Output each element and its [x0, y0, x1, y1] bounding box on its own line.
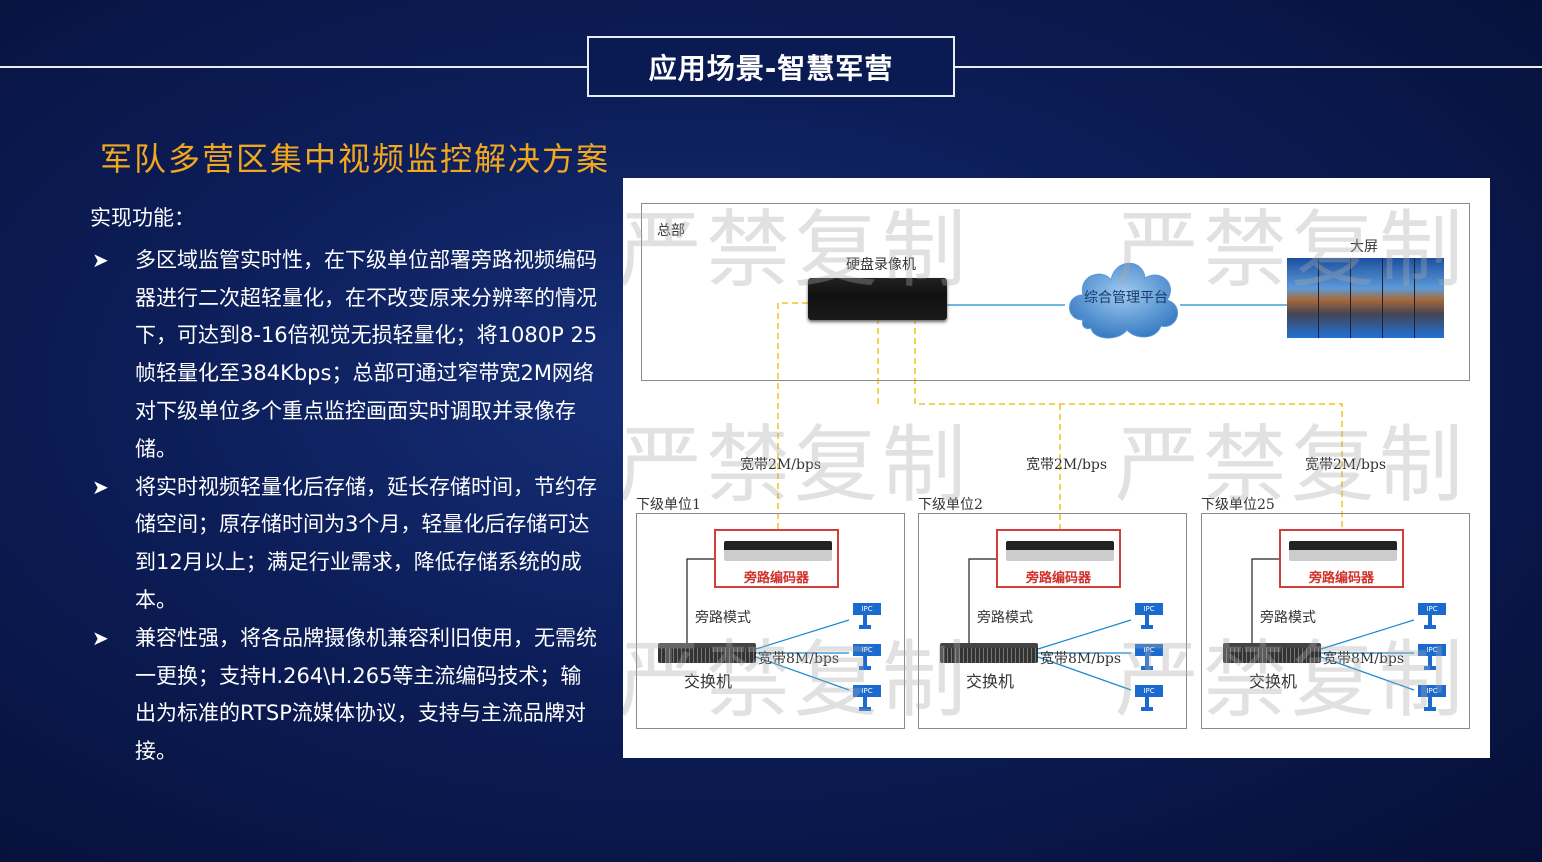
uplink-bandwidth-label: 宽带2M/bps: [1305, 457, 1387, 473]
switch-label: 交换机: [684, 672, 733, 691]
unit-label: 下级单位1: [636, 497, 701, 513]
dvr-device[interactable]: [808, 278, 947, 320]
bypass-encoder[interactable]: 旁路编码器: [996, 529, 1121, 588]
encoder-label: 旁路编码器: [1025, 571, 1091, 586]
camera-label: IPC: [853, 644, 881, 656]
arrowhead-icon: ➤: [92, 247, 109, 272]
sub-unit-box: 旁路编码器 旁路模式 宽带8M/bps 交换机 IPC IPC IPC: [636, 513, 905, 729]
arrowhead-icon: ➤: [92, 625, 109, 650]
bullet-text: 多区域监管实时性，在下级单位部署旁路视频编码器进行二次超轻量化，在不改变原来分辨…: [135, 247, 598, 461]
title-rule-left: [0, 66, 587, 68]
camera-bandwidth-label: 宽带8M/bps: [1040, 651, 1122, 667]
screen-label: 大屏: [1350, 239, 1378, 255]
unit-label: 下级单位2: [918, 497, 983, 513]
unit-links: [686, 558, 850, 691]
encoder-device: [724, 541, 832, 561]
dvr-label: 硬盘录像机: [846, 257, 916, 273]
encoder-device: [1289, 541, 1397, 561]
bypass-encoder[interactable]: 旁路编码器: [714, 529, 839, 588]
unit-links: [1251, 558, 1415, 691]
bypass-encoder[interactable]: 旁路编码器: [1279, 529, 1404, 588]
platform-label: 综合管理平台: [1084, 290, 1168, 306]
uplink-bandwidth-label: 宽带2M/bps: [1026, 457, 1108, 473]
camera-label: IPC: [1418, 685, 1446, 697]
camera-label: IPC: [1418, 644, 1446, 656]
network-diagram: 总部 硬盘录像机 综合管理平台 大屏 下级单位1 宽带2M/bps 旁路编码器 …: [623, 178, 1490, 758]
encoder-label: 旁路编码器: [1308, 571, 1374, 586]
unit-links: [968, 558, 1132, 691]
ipc-camera-icon[interactable]: IPC: [1135, 603, 1163, 631]
switch-device[interactable]: [940, 643, 1038, 663]
sub-unit-box: 旁路编码器 旁路模式 宽带8M/bps 交换机 IPC IPC IPC: [918, 513, 1187, 729]
feature-list: 实现功能： ➤ 多区域监管实时性，在下级单位部署旁路视频编码器进行二次超轻量化，在…: [90, 200, 600, 771]
ipc-camera-icon[interactable]: IPC: [853, 685, 881, 713]
mode-label: 旁路模式: [1260, 610, 1316, 626]
ipc-camera-icon[interactable]: IPC: [1418, 603, 1446, 631]
camera-label: IPC: [1135, 685, 1163, 697]
slide-title: 应用场景-智慧军营: [587, 36, 955, 97]
camera-bandwidth-label: 宽带8M/bps: [758, 651, 840, 667]
video-wall: [1287, 258, 1444, 338]
ipc-camera-icon[interactable]: IPC: [853, 644, 881, 672]
camera-label: IPC: [1135, 644, 1163, 656]
arrowhead-icon: ➤: [92, 474, 109, 499]
bullet-item: ➤ 兼容性强，将各品牌摄像机兼容利旧使用，无需统一更换；支持H.264\H.265…: [90, 620, 600, 771]
cloud-icon: [1069, 262, 1178, 339]
camera-label: IPC: [1418, 603, 1446, 615]
ipc-camera-icon[interactable]: IPC: [853, 603, 881, 631]
ipc-camera-icon[interactable]: IPC: [1135, 685, 1163, 713]
switch-device[interactable]: [658, 643, 756, 663]
camera-label: IPC: [853, 603, 881, 615]
slide-subtitle: 军队多营区集中视频监控解决方案: [100, 140, 611, 178]
ipc-camera-icon[interactable]: IPC: [1135, 644, 1163, 672]
bullet-text: 兼容性强，将各品牌摄像机兼容利旧使用，无需统一更换；支持H.264\H.265等…: [135, 625, 597, 764]
camera-bandwidth-label: 宽带8M/bps: [1323, 651, 1405, 667]
camera-label: IPC: [1135, 603, 1163, 615]
bullet-item: ➤ 将实时视频轻量化后存储，延长存储时间，节约存储空间；原存储时间为3个月，轻量化…: [90, 469, 600, 620]
connection-lines: [777, 302, 1343, 530]
switch-device[interactable]: [1223, 643, 1321, 663]
section-heading: 实现功能：: [90, 206, 195, 230]
bullet-text: 将实时视频轻量化后存储，延长存储时间，节约存储空间；原存储时间为3个月，轻量化后…: [135, 474, 597, 612]
ipc-camera-icon[interactable]: IPC: [1418, 644, 1446, 672]
hq-box: [641, 203, 1470, 381]
switch-label: 交换机: [966, 672, 1015, 691]
sub-unit-box: 旁路编码器 旁路模式 宽带8M/bps 交换机 IPC IPC IPC: [1201, 513, 1470, 729]
hq-label: 总部: [657, 223, 685, 239]
ipc-camera-icon[interactable]: IPC: [1418, 685, 1446, 713]
mode-label: 旁路模式: [695, 610, 751, 626]
uplink-bandwidth-label: 宽带2M/bps: [740, 457, 822, 473]
mode-label: 旁路模式: [977, 610, 1033, 626]
title-rule-right: [955, 66, 1542, 68]
bullet-item: ➤ 多区域监管实时性，在下级单位部署旁路视频编码器进行二次超轻量化，在不改变原来分…: [90, 242, 600, 469]
encoder-device: [1006, 541, 1114, 561]
unit-label: 下级单位25: [1201, 497, 1275, 513]
switch-label: 交换机: [1249, 672, 1298, 691]
encoder-label: 旁路编码器: [743, 571, 809, 586]
uplink-lines: [777, 302, 1343, 530]
camera-label: IPC: [853, 685, 881, 697]
